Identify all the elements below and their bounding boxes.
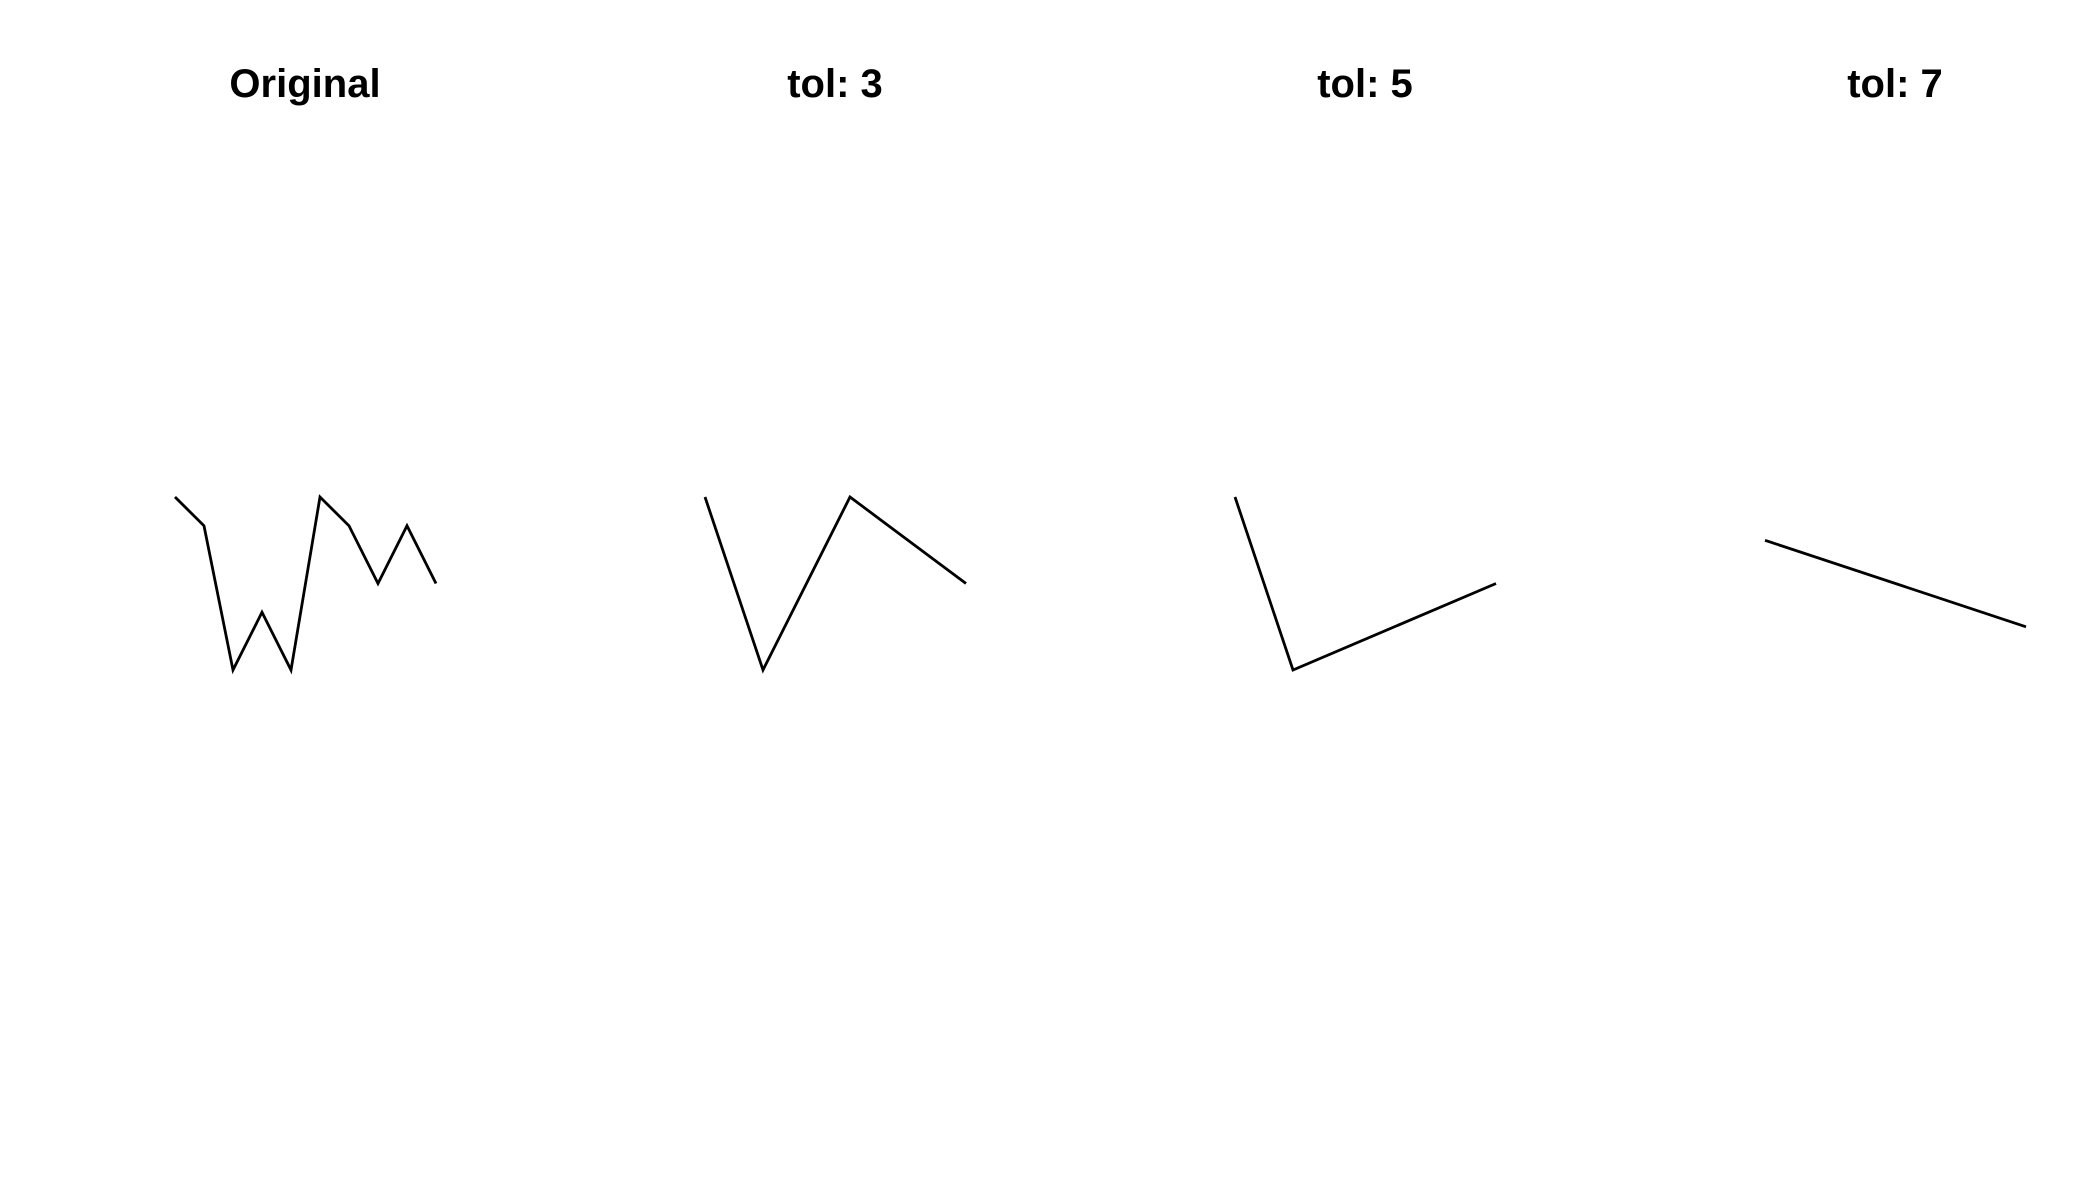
panel-original: Original bbox=[174, 62, 438, 675]
series-line-tol-5 bbox=[1233, 496, 1497, 672]
panel-tol-5: tol: 5 bbox=[1233, 62, 1497, 672]
panel-tol-3: tol: 3 bbox=[703, 62, 967, 674]
series-line-tol-3 bbox=[703, 494, 967, 674]
series-line-original bbox=[174, 494, 438, 675]
series-line-tol-7 bbox=[1764, 538, 2027, 629]
panel-title-tol-3: tol: 3 bbox=[787, 62, 883, 106]
panel-tol-7: tol: 7 bbox=[1764, 62, 2027, 629]
panel-title-tol-5: tol: 5 bbox=[1317, 62, 1413, 106]
panel-title-original: Original bbox=[229, 62, 380, 106]
panel-title-tol-7: tol: 7 bbox=[1847, 62, 1943, 106]
